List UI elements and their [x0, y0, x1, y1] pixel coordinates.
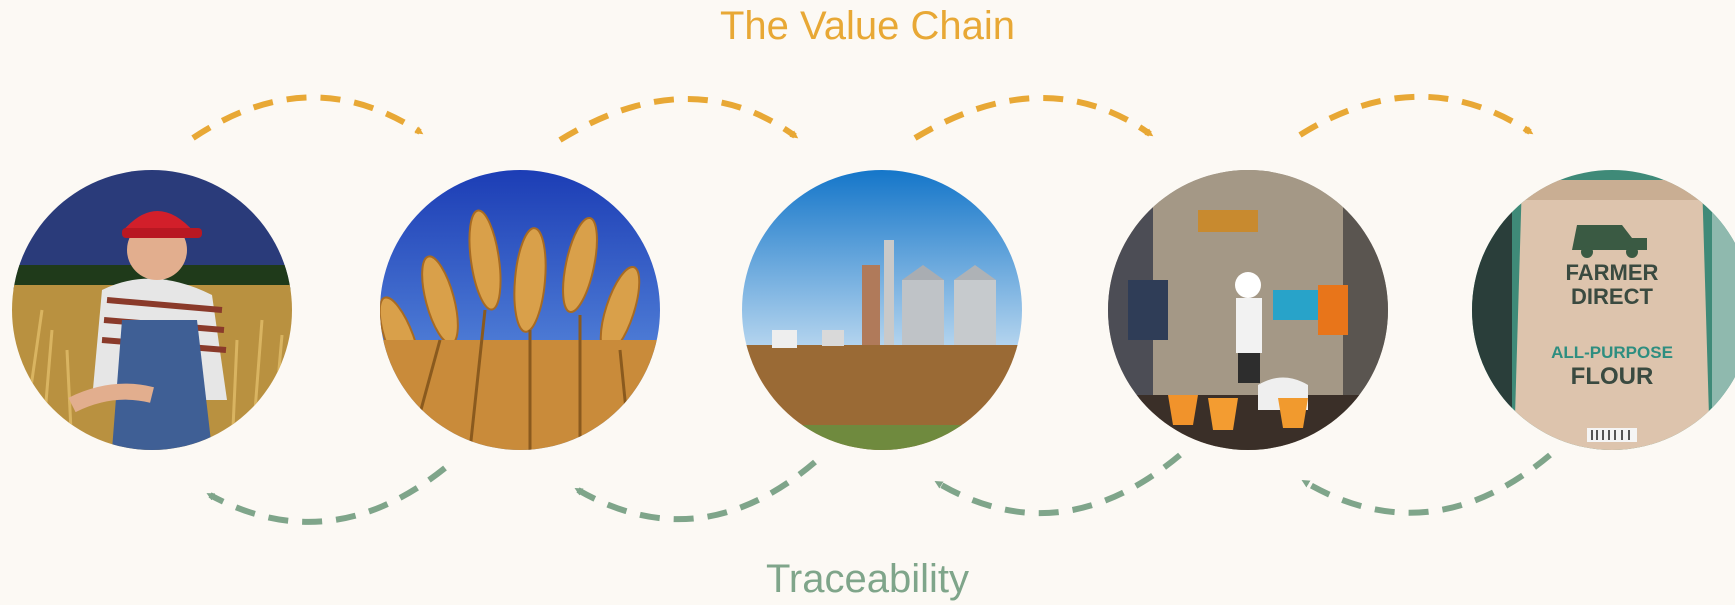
forward-arrow-2 [558, 96, 799, 143]
bag-product-line1: ALL-PURPOSE [1551, 343, 1673, 362]
backward-arrow-1 [206, 465, 447, 525]
farmer-photo [12, 170, 292, 450]
backward-arrow-2 [574, 459, 817, 523]
bag-product-line2: FLOUR [1571, 363, 1654, 390]
forward-arrow-1 [191, 94, 424, 141]
forward-arrow-3 [913, 95, 1154, 141]
diagram-subtitle: Traceability [765, 557, 970, 601]
bag-brand-line2: DIRECT [1571, 284, 1653, 309]
forward-arrow-4 [1298, 93, 1534, 138]
bag-brand-line1: FARMER [1566, 260, 1659, 285]
wheat-photo [380, 170, 660, 450]
diagram-title: The Value Chain [720, 4, 1015, 48]
backward-arrow-4 [1301, 452, 1552, 516]
backward-arrow-3 [934, 452, 1182, 517]
flour-mill-photo [1108, 170, 1388, 450]
flour-bag-photo: FARMER DIRECT ALL-PURPOSE FLOUR [1472, 170, 1735, 450]
grain-elevator-photo [742, 170, 1022, 450]
